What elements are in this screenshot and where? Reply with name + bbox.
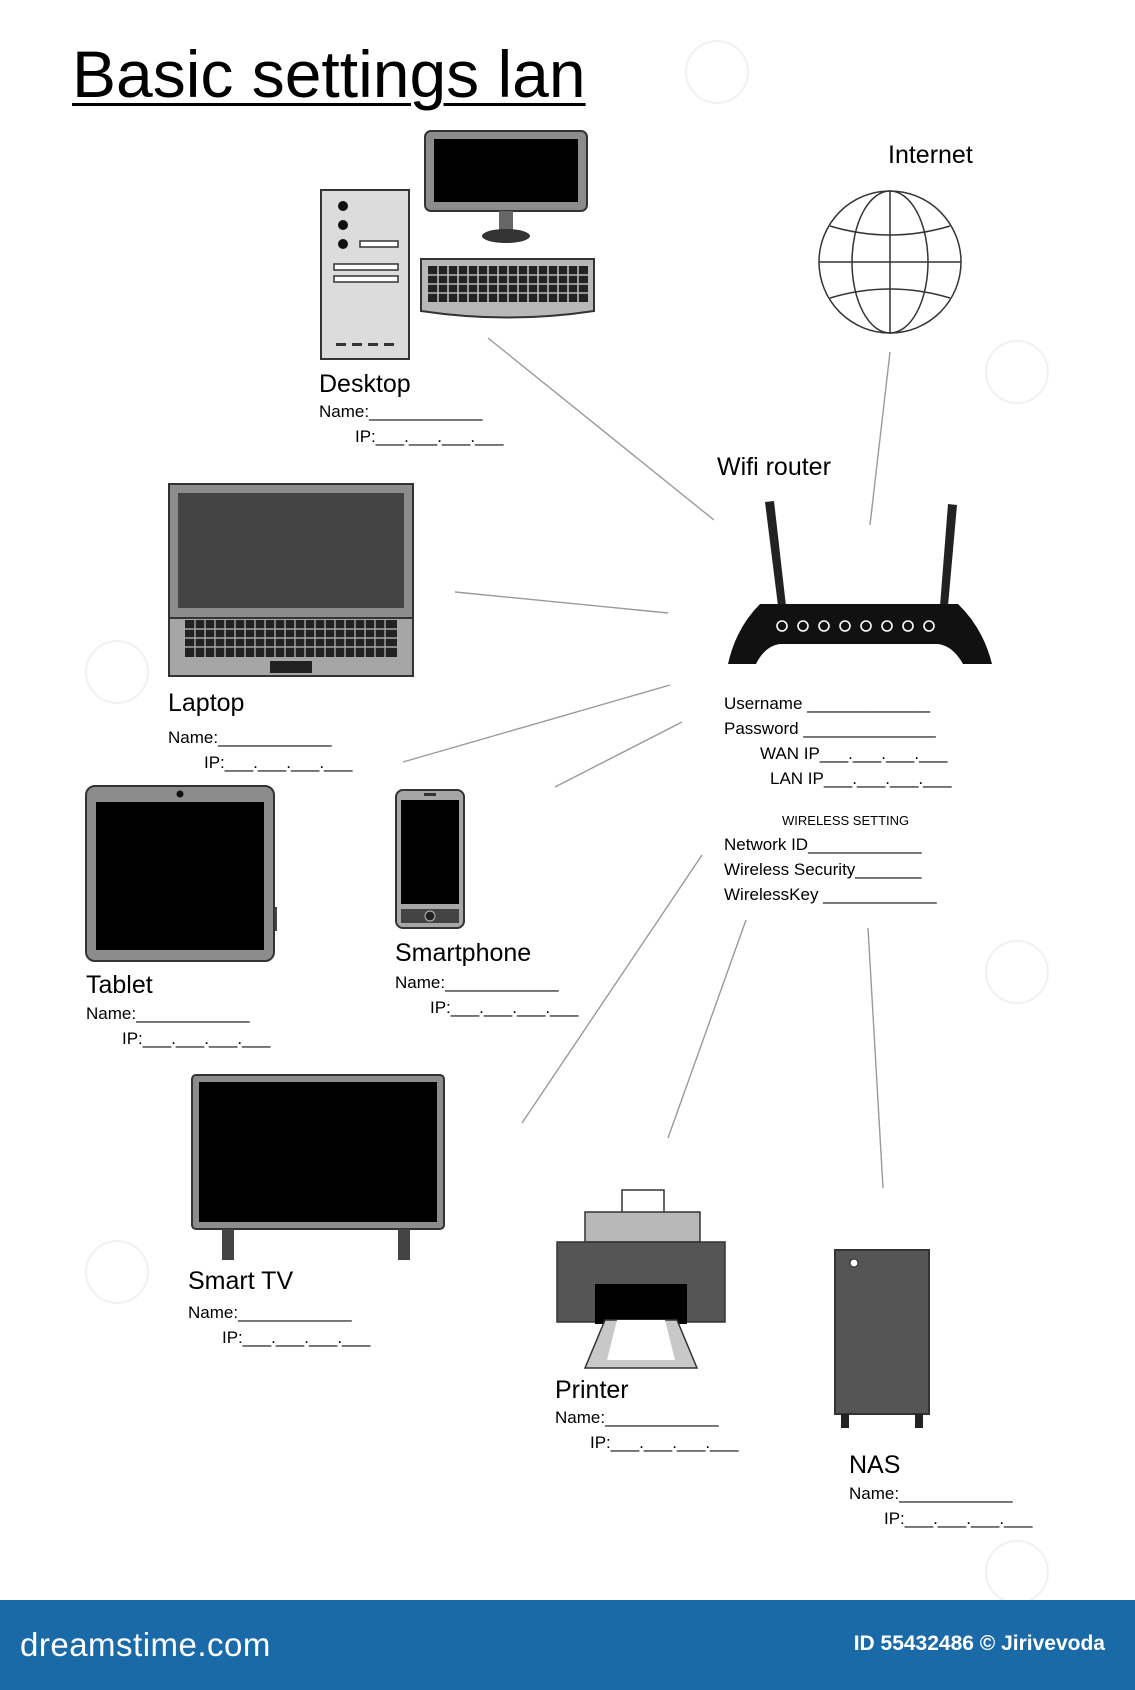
smartphone-ip-field[interactable]: IP:___.___.___.___ — [430, 998, 579, 1017]
network-id-field[interactable]: Network ID____________ — [724, 835, 922, 854]
globe-icon — [818, 190, 962, 334]
wireless-security-field[interactable]: Wireless Security_______ — [724, 860, 922, 879]
laptop-icon — [168, 483, 414, 677]
desktop-name-field[interactable]: Name:____________ — [319, 402, 483, 421]
router-lan-ip-field[interactable]: LAN IP___.___.___.___ — [770, 769, 952, 788]
internet-label: Internet — [888, 141, 973, 169]
laptop-label: Laptop — [168, 689, 245, 717]
watermark-swirl — [85, 1240, 149, 1304]
smartphone-name-field[interactable]: Name:____________ — [395, 973, 559, 992]
link-tablet-router — [402, 684, 671, 763]
router-icon — [728, 501, 992, 664]
link-desktop-router — [487, 337, 715, 521]
smart-tv-icon — [191, 1074, 445, 1260]
desktop-icon — [320, 130, 595, 360]
wireless-key-field[interactable]: WirelessKey ____________ — [724, 885, 937, 904]
nas-icon — [834, 1249, 930, 1428]
router-username-field[interactable]: Username _____________ — [724, 694, 931, 713]
link-smarttv-router — [521, 854, 703, 1124]
smart-tv-label: Smart TV — [188, 1267, 294, 1295]
tablet-label: Tablet — [86, 971, 153, 999]
watermark-swirl — [985, 340, 1049, 404]
footer-credit: ID 55432486 © Jirivevoda — [853, 1632, 1105, 1655]
smartphone-icon — [395, 789, 465, 929]
tablet-ip-field[interactable]: IP:___.___.___.___ — [122, 1029, 271, 1048]
nas-label: NAS — [849, 1451, 901, 1479]
tablet-icon — [85, 785, 277, 962]
link-smartphone-router — [554, 721, 683, 788]
router-password-field[interactable]: Password ______________ — [724, 719, 936, 738]
printer-label: Printer — [555, 1376, 629, 1404]
router-label: Wifi router — [717, 453, 831, 481]
watermark-swirl — [685, 40, 749, 104]
page-title: Basic settings lan — [72, 37, 586, 111]
link-laptop-router — [454, 591, 669, 614]
smartphone-label: Smartphone — [395, 939, 532, 967]
smart-tv-ip-field[interactable]: IP:___.___.___.___ — [222, 1328, 371, 1347]
desktop-ip-field[interactable]: IP:___.___.___.___ — [355, 427, 504, 446]
link-printer-router — [667, 919, 747, 1139]
printer-icon — [556, 1189, 726, 1369]
router-wan-ip-field[interactable]: WAN IP___.___.___.___ — [760, 744, 948, 763]
nas-ip-field[interactable]: IP:___.___.___.___ — [884, 1509, 1033, 1528]
desktop-label: Desktop — [319, 370, 411, 398]
printer-ip-field[interactable]: IP:___.___.___.___ — [590, 1433, 739, 1452]
footer-bar: dreamstime.com ID 55432486 © Jirivevoda — [0, 1600, 1135, 1690]
watermark-swirl — [85, 640, 149, 704]
smart-tv-name-field[interactable]: Name:____________ — [188, 1303, 352, 1322]
tablet-name-field[interactable]: Name:____________ — [86, 1004, 250, 1023]
footer-brand: dreamstime.com — [20, 1626, 271, 1663]
link-nas-router — [867, 927, 884, 1189]
nas-name-field[interactable]: Name:____________ — [849, 1484, 1013, 1503]
printer-name-field[interactable]: Name:____________ — [555, 1408, 719, 1427]
link-internet-router — [869, 351, 891, 526]
laptop-name-field[interactable]: Name:____________ — [168, 728, 332, 747]
watermark-swirl — [985, 940, 1049, 1004]
laptop-ip-field[interactable]: IP:___.___.___.___ — [204, 753, 353, 772]
wireless-setting-heading: WIRELESS SETTING — [782, 813, 910, 828]
